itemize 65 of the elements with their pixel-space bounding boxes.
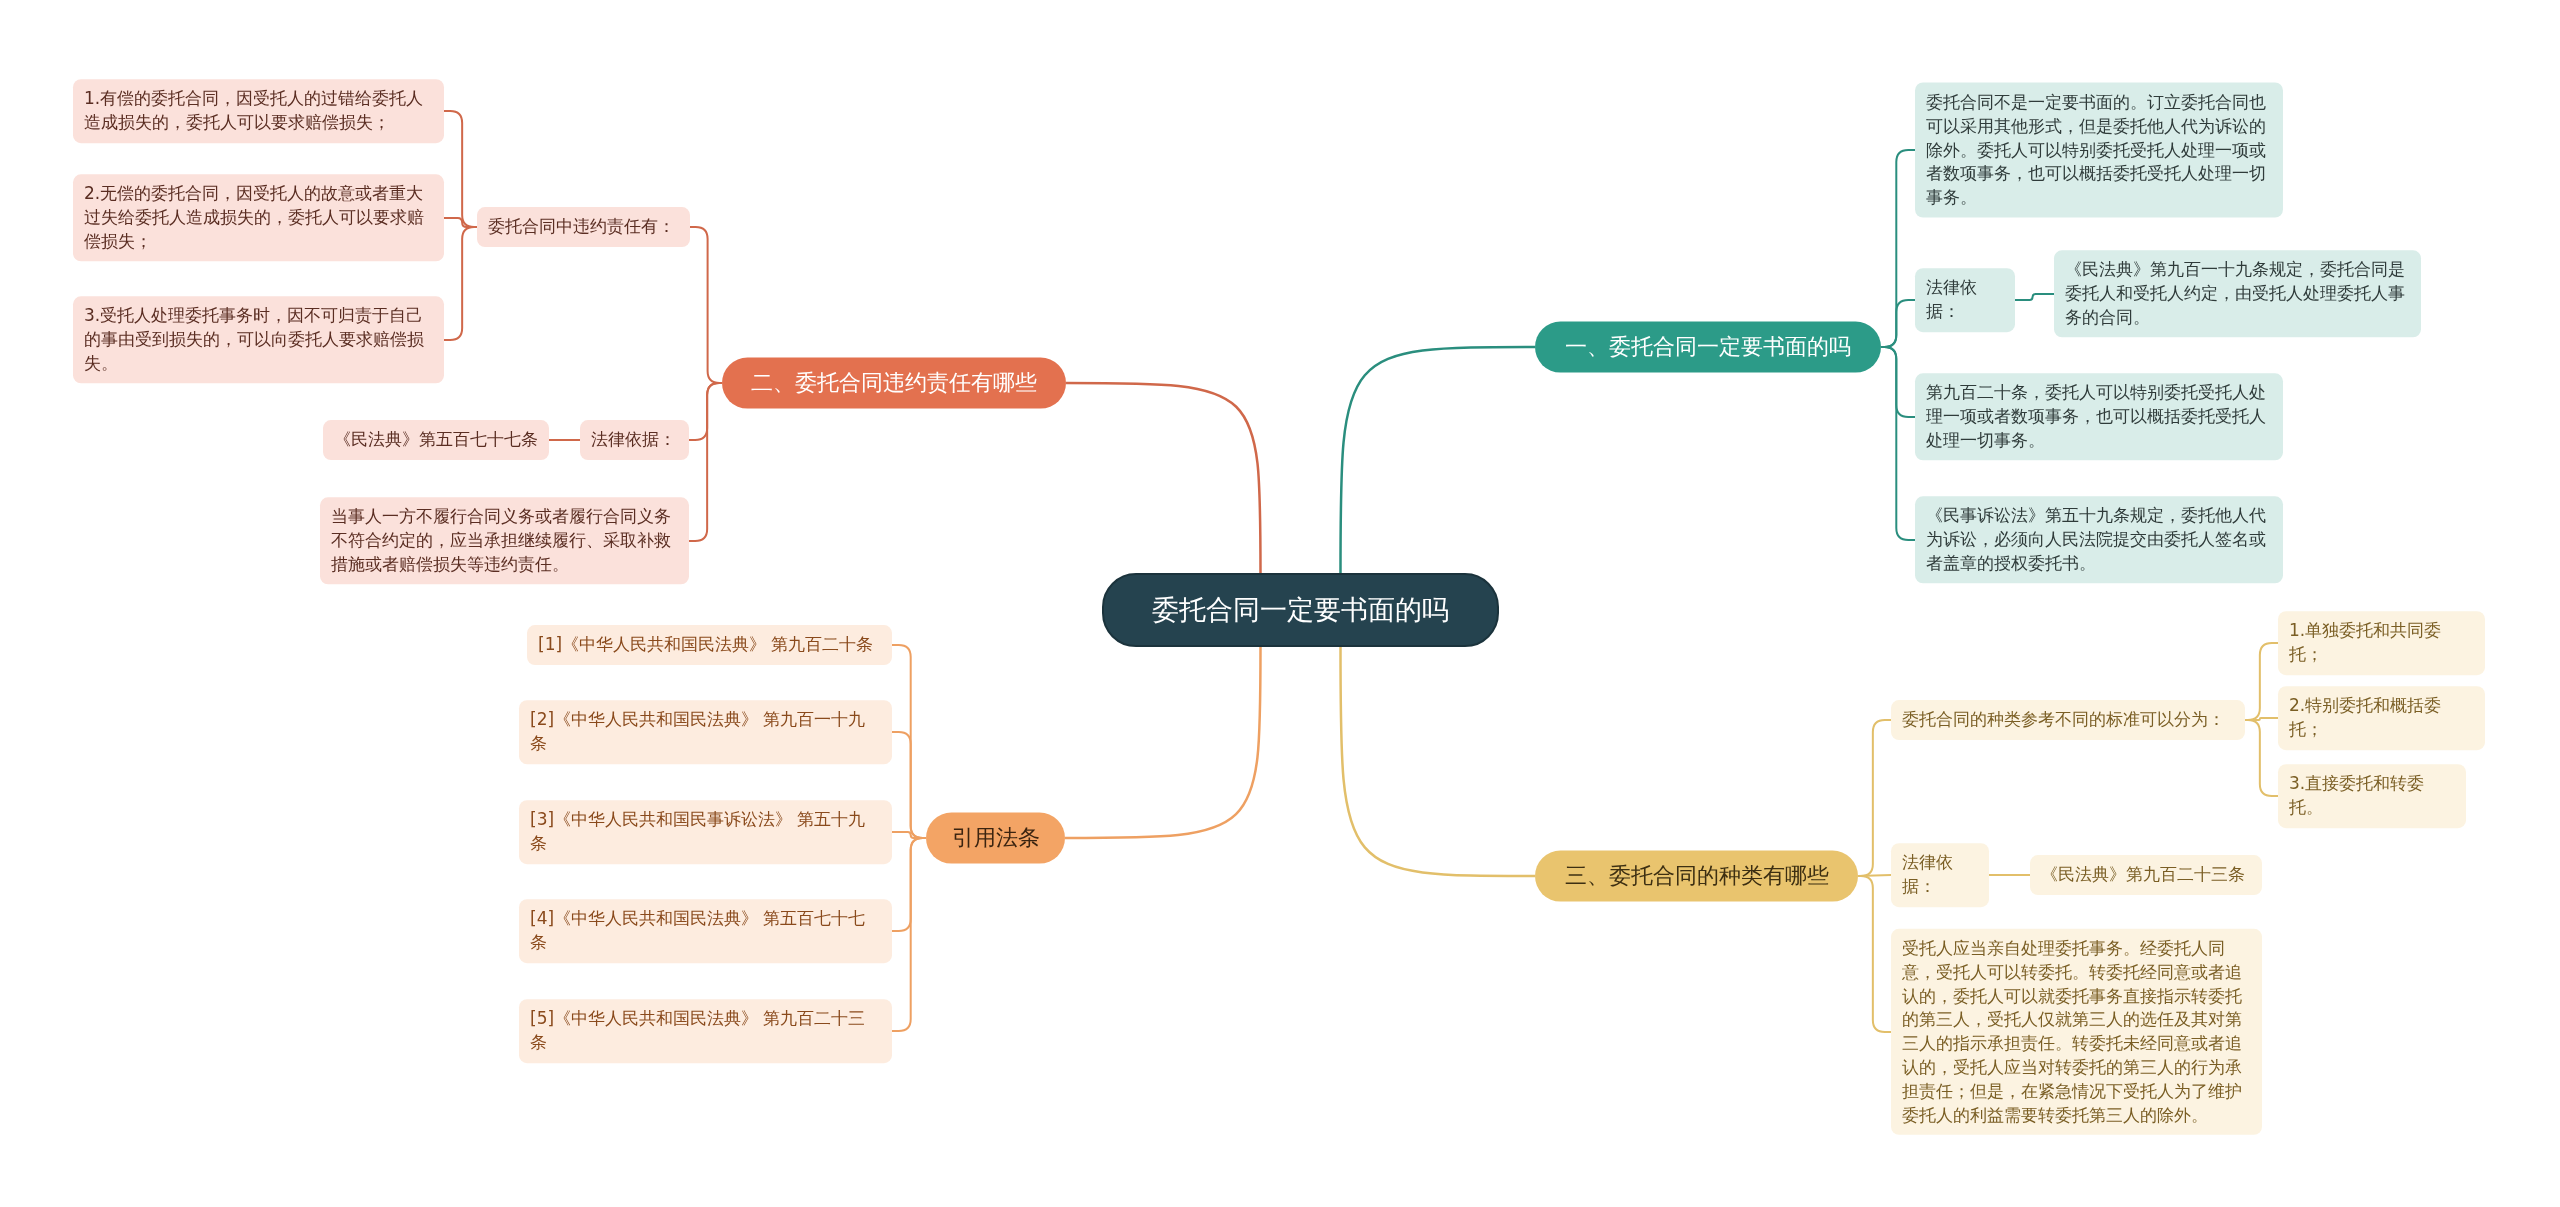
subtopic-box <box>2278 764 2466 828</box>
topic-text: 1.单独委托和共同委托； <box>2289 619 2443 666</box>
branch-topic <box>1535 850 1858 902</box>
connector-line <box>1988 874 2031 876</box>
branch-topic <box>926 812 1065 864</box>
connector-line <box>1066 381 1262 574</box>
subtopic-box <box>2054 250 2421 338</box>
subtopic-box <box>519 899 892 963</box>
topic-text: 《民法典》第五百七十七条 <box>334 428 538 452</box>
central-topic <box>1102 573 1499 647</box>
topic-text: 《民法典》第九百一十九条规定，委托合同是委托人和受托人约定，由受托人处理委托人事务的合同。 <box>2065 258 2406 329</box>
subtopic-box <box>527 625 892 665</box>
topic-text: [4]《中华人民共和国民法典》 第五百七十七条 <box>530 907 867 954</box>
subtopic-box <box>1915 268 2015 332</box>
topic-text: 委托合同一定要书面的吗 <box>1151 593 1450 628</box>
topic-text: 《民事诉讼法》第五十九条规定，委托他人代为诉讼，必须向人民法院提交由委托人签名或者盖章的授权委托书。 <box>1926 504 2267 575</box>
connector-line <box>548 439 581 441</box>
connector-line <box>1339 345 1535 574</box>
connector-line <box>1339 646 1535 878</box>
topic-text: 法律依据： <box>591 428 677 452</box>
subtopic-box <box>1915 373 2283 461</box>
subtopic-box <box>519 800 892 864</box>
subtopic-box <box>323 420 549 460</box>
connector-line <box>2014 293 2055 301</box>
topic-text: [5]《中华人民共和国民法典》 第九百二十三条 <box>530 1007 867 1054</box>
subtopic-box <box>1891 700 2245 740</box>
topic-text: 《民法典》第九百二十三条 <box>2041 863 2246 887</box>
topic-text: 第九百二十条，委托人可以特别委托受托人处理一项或者数项事务，也可以概括委托受托人处理一切事务。 <box>1926 381 2267 452</box>
subtopic-box <box>519 999 892 1063</box>
subtopic-box <box>2278 686 2485 750</box>
subtopic-box <box>1891 843 1989 907</box>
topic-text: [2]《中华人民共和国民法典》 第九百一十九条 <box>530 708 867 755</box>
subtopic-box <box>73 174 444 262</box>
topic-text: 当事人一方不履行合同义务或者履行合同义务不符合约定的，应当承担继续履行、采取补救措施或者赔偿损失等违约责任。 <box>331 505 672 576</box>
subtopic-box <box>580 420 689 460</box>
subtopic-box <box>320 497 689 585</box>
topic-text: 2.无偿的委托合同，因受托人的故意或者重大过失给委托人造成损失的，委托人可以要求赔偿损失； <box>84 182 425 253</box>
subtopic-box <box>1915 496 2283 584</box>
topic-text: 受托人应当亲自处理委托事务。经委托人同意，受托人可以转委托。转委托经同意或者追认的，委托人可以就委托事务直接指示转委托的第三人，受托人仅就第三人的选任及其对第三人的指示承担责任。转委托未经同意或者追认的，受托人应当对转委托的第三人的行为承担责任；但是，在紧急情况下受托人为了维护委托人的利益需要转委托第三人的除外。 <box>1902 936 2243 1127</box>
subtopic-box <box>73 296 444 384</box>
topic-text: 委托合同中违约责任有： <box>488 215 676 239</box>
connector-line <box>1065 646 1262 840</box>
topic-text: 法律依据： <box>1902 851 1954 898</box>
topic-text: [1]《中华人民共和国民法典》 第九百二十条 <box>538 633 875 657</box>
topic-text: 3.受托人处理委托事务时，因不可归责于自己的事由受到损失的，可以向委托人要求赔偿损失。 <box>84 304 425 375</box>
topic-text: 法律依据： <box>1926 276 1978 323</box>
branch-topic <box>1535 321 1881 373</box>
topic-text: 1.有偿的委托合同，因受托人的过错给委托人造成损失的，委托人可以要求赔偿损失； <box>84 87 425 134</box>
subtopic-box <box>1915 82 2283 218</box>
topic-text: 引用法条 <box>950 823 1041 852</box>
subtopic-box <box>519 700 892 764</box>
topic-text: 3.直接委托和转委托。 <box>2289 772 2426 819</box>
topic-text: 委托合同的种类参考不同的标准可以分为： <box>1902 708 2226 732</box>
topic-text: 三、委托合同的种类有哪些 <box>1563 861 1830 890</box>
topic-text: 委托合同不是一定要书面的。订立委托合同也可以采用其他形式，但是委托他人代为诉讼的除外。委托人可以特别委托受托人处理一项或者数项事务，也可以概括委托受托人处理一切事务。 <box>1926 90 2267 209</box>
topic-text: 2.特别委托和概括委托； <box>2289 694 2443 741</box>
topic-text: [3]《中华人民共和国民事诉讼法》 第五十九条 <box>530 808 867 855</box>
subtopic-box <box>2278 611 2485 675</box>
branch-topic <box>722 357 1066 409</box>
subtopic-box <box>477 207 690 247</box>
subtopic-box <box>2030 855 2262 895</box>
topic-text: 一、委托合同一定要书面的吗 <box>1564 332 1852 361</box>
subtopic-box <box>1891 928 2262 1136</box>
subtopic-box <box>73 79 444 143</box>
topic-text: 二、委托合同违约责任有哪些 <box>750 368 1038 397</box>
